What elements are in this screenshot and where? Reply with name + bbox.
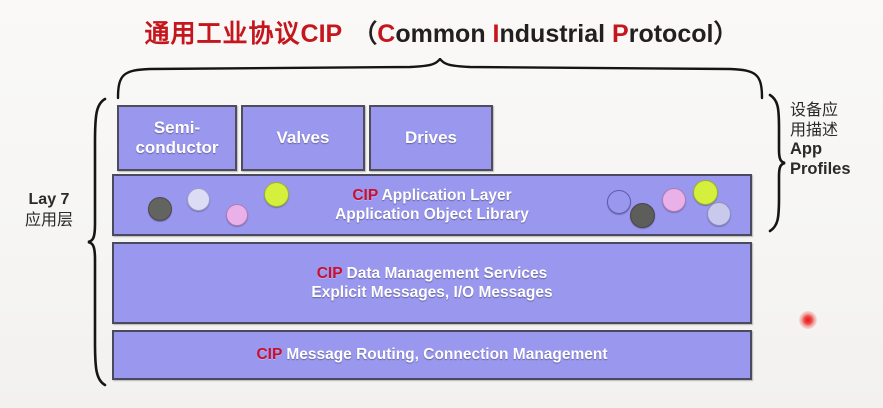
left-layer-label-line2: 应用层 xyxy=(24,209,73,229)
object-dot-right-8 xyxy=(707,202,731,226)
laser-pointer-dot xyxy=(799,311,817,329)
title-word-0-rest: ommon xyxy=(395,20,486,48)
right-label-en-line1: App xyxy=(790,140,823,159)
profile-box-valves-label: Valves xyxy=(276,128,330,148)
right-app-profiles-label: 设备应 用描述 App Profiles xyxy=(790,100,880,179)
title-word-1-initial: I xyxy=(492,20,500,48)
title-chinese: 通用工业协议 xyxy=(144,19,301,48)
object-dot-right-4 xyxy=(607,190,631,214)
device-profile-row: Semi- conductor Valves Drives xyxy=(114,105,754,171)
top-brace xyxy=(110,58,770,100)
layer-band-message-routing-text: CIP Message Routing, Connection Manageme… xyxy=(256,345,607,364)
profile-box-semiconductor-line1: Semi- xyxy=(153,118,201,138)
left-layer-label-line1: Lay 7 xyxy=(28,191,70,208)
profile-box-valves[interactable]: Valves xyxy=(241,105,365,171)
cip-acronym-application-layer: CIP xyxy=(352,186,378,204)
cip-acronym-data-management: CIP xyxy=(316,264,343,282)
cip-acronym-message-routing: CIP xyxy=(256,346,283,364)
layer-band-data-management[interactable]: CIP Data Management Services Explicit Me… xyxy=(112,242,752,324)
layer-band-application-layer-text: CIP Application Layer Application Object… xyxy=(335,186,529,225)
object-dot-left-2 xyxy=(226,204,248,226)
layer-band-application-layer-line2: Application Object Library xyxy=(335,206,529,223)
object-dot-right-5 xyxy=(630,203,655,228)
layer-band-message-routing[interactable]: CIP Message Routing, Connection Manageme… xyxy=(112,330,752,380)
layer-band-data-management-line1: Data Management Services xyxy=(342,264,548,282)
title-word-2-initial: P xyxy=(612,20,629,48)
profile-box-semiconductor[interactable]: Semi- conductor xyxy=(117,105,237,171)
object-dot-left-1 xyxy=(187,188,210,211)
object-dot-right-6 xyxy=(662,188,686,212)
profile-box-semiconductor-line2: conductor xyxy=(135,138,219,157)
title-word-0-initial: C xyxy=(377,20,396,48)
object-dot-right-7 xyxy=(693,180,718,205)
profile-box-drives[interactable]: Drives xyxy=(369,105,493,171)
layer-band-data-management-text: CIP Data Management Services Explicit Me… xyxy=(311,264,552,303)
object-dot-left-0 xyxy=(148,197,172,221)
layer-band-application-layer-line1: Application Layer xyxy=(377,186,512,204)
right-brace xyxy=(766,92,788,234)
title-acronym: CIP xyxy=(300,20,343,48)
right-label-cn-line2: 用描述 xyxy=(790,119,839,139)
left-layer-label: Lay 7 应用层 xyxy=(10,190,88,229)
left-brace xyxy=(86,96,110,388)
page-title: 通用工业协议CIP （Common Industrial Protocol） xyxy=(0,14,883,50)
object-dot-left-3 xyxy=(264,182,289,207)
profile-box-drives-label: Drives xyxy=(405,128,457,148)
title-word-1-rest: ndustrial xyxy=(499,20,606,48)
layer-band-application-layer[interactable]: CIP Application Layer Application Object… xyxy=(112,174,752,236)
profile-box-semiconductor-label: Semi- conductor xyxy=(135,118,218,157)
right-label-cn-line1: 设备应 xyxy=(790,100,839,119)
title-open-paren: （ xyxy=(352,20,378,48)
layer-band-message-routing-line1: Message Routing, Connection Management xyxy=(282,346,608,364)
title-word-2-rest: rotocol xyxy=(628,20,714,48)
right-label-en-line2: Profiles xyxy=(790,160,851,179)
title-close-paren: ） xyxy=(713,20,739,48)
layer-band-data-management-line2: Explicit Messages, I/O Messages xyxy=(311,284,553,301)
